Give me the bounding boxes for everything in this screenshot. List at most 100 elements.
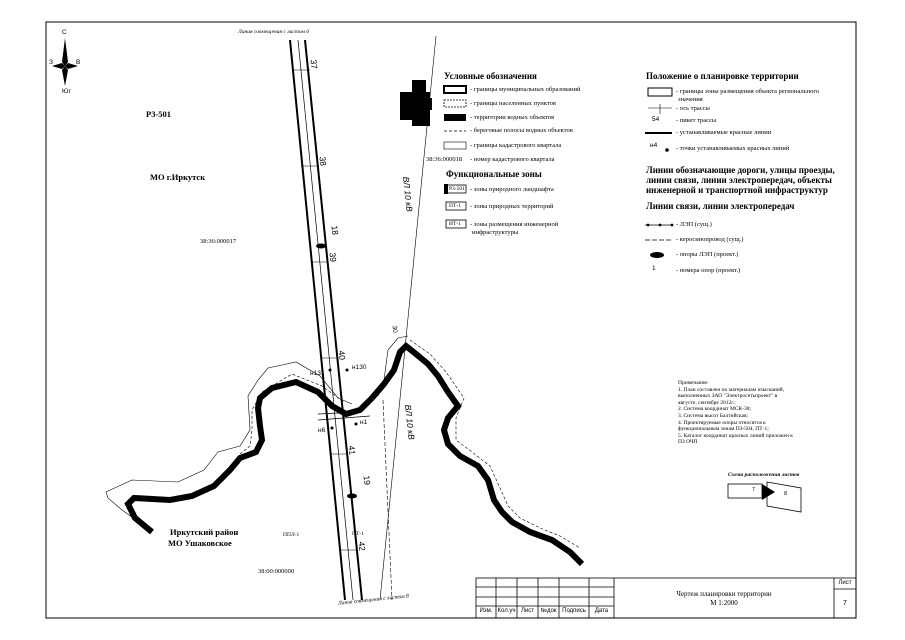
support-18: 18 — [329, 224, 341, 236]
stamp-col-koluch: Кол.уч — [497, 608, 516, 614]
drawing-frame — [45, 21, 857, 619]
comm-number-label: - номера опор (проект.) — [676, 267, 741, 274]
lines-title-1: Линии обозначающие дороги, улицы проезды… — [646, 165, 835, 175]
red-line-point — [345, 368, 349, 372]
water-border-dashed-right — [409, 339, 581, 549]
legend-item-municipal: - границы муниципальных образований — [470, 86, 581, 93]
legend-point-symbol — [665, 148, 669, 152]
notes-line: 1. План составлен по материалам изыскани… — [678, 386, 785, 393]
legend-func-pt-symbol — [445, 201, 467, 211]
sheet-scheme-8: 8 — [784, 491, 788, 497]
combined-sheet-top: Линия совмещения с листом 6 — [238, 29, 309, 35]
lines-title-2: линии связи, линии электропередач, объек… — [646, 175, 832, 185]
municipal-boundary-left — [124, 378, 375, 535]
legend-title: Условные обозначения — [444, 71, 537, 81]
notes-line: 2. Система координат МСК-38; — [678, 406, 752, 413]
legend-func-it-symbol — [445, 219, 467, 229]
func-zone-code-rz: Р3-501 — [449, 186, 465, 192]
point-30: 30 — [390, 325, 399, 334]
func-zone-label-pt: - зоны природных территорий — [470, 203, 554, 210]
legend-item-shore: - береговые полосы водных объектов — [470, 127, 573, 134]
notes-line: августе, сентябре 2012г.; — [678, 399, 736, 406]
func-zone-label-rz: - зоны природного ландшафта — [470, 186, 554, 193]
stamp-col-ndok: №док — [540, 608, 557, 614]
picket-37: 37 — [308, 58, 320, 70]
planning-axis-label: - ось трассы — [676, 105, 710, 112]
picket-40: 40 — [336, 349, 348, 361]
legend-lep-symbol — [645, 223, 674, 227]
planning-zone-label: - границы зоны размещения объекта регион… — [676, 88, 820, 95]
red-line-point — [354, 422, 358, 426]
legend-water-symbol — [444, 114, 466, 121]
title-block — [475, 577, 857, 619]
water-border-dashed — [239, 373, 345, 455]
picket-39: 39 — [327, 251, 339, 263]
compass-south: Юг — [62, 88, 71, 95]
power-support — [347, 493, 357, 499]
sheet-layout-scheme — [727, 481, 802, 513]
notes-title: Примечание: — [678, 380, 709, 386]
compass-west: З — [49, 59, 53, 66]
building-small — [422, 98, 432, 110]
cadastral-number-label: 38:36:000017 — [200, 238, 237, 245]
picket-42: 42 — [356, 540, 368, 552]
notes-line: ПЗ ОЧП — [678, 439, 698, 446]
zone-code-label: Р3-501 — [146, 109, 172, 119]
planning-point-label: - точки устанавливаемых красных линий — [676, 145, 790, 152]
legend-item-water: - территории водных объектов — [470, 114, 555, 121]
comm-lep-label: - ЛЭП (сущ.) — [676, 221, 712, 228]
zone-pt1-label: ПТ-1 — [352, 531, 364, 537]
crossing-line-2 — [317, 415, 371, 421]
power-support — [316, 243, 326, 249]
point-n1: н1 — [360, 419, 368, 426]
legend-support-symbol — [650, 252, 664, 258]
stamp-col-izm: Изм. — [479, 608, 493, 614]
compass-east: В — [76, 59, 81, 66]
cadastral-boundary — [105, 361, 353, 531]
municipality-irkutsk-label: МО г.Иркутск — [150, 172, 206, 182]
legend-func-rz-dark — [444, 184, 448, 194]
comm-support-label: - опоры ЛЭП (проект.) — [676, 251, 739, 258]
compass-north: С — [62, 29, 67, 36]
red-line-point — [330, 426, 334, 430]
power-line-lower — [382, 399, 393, 601]
sheet-scheme-7: 7 — [752, 487, 756, 493]
legend-item-settlement: - границы населенных пунктов — [470, 100, 556, 107]
cadastral-number-label-2: 38:00:000000 — [258, 568, 295, 575]
red-line-right — [304, 39, 363, 601]
crossing-line — [317, 411, 361, 415]
func-zones-title: Функциональные зоны — [446, 169, 542, 179]
legend-zone-symbol — [647, 87, 673, 97]
point-n6: н6 — [318, 427, 326, 434]
picket-38: 38 — [317, 155, 329, 167]
district-label: Иркутский район — [170, 527, 239, 537]
notes-line: функциональным зонам ПЗ-504, ПТ-1; — [678, 426, 769, 433]
planning-picket-sample: 54 — [652, 116, 660, 123]
point-n131: н131 — [310, 370, 325, 377]
comm-number-sample: 1 — [652, 265, 656, 272]
planning-zone-label-2: значения — [678, 96, 703, 103]
notes-line: 3. Система высот Балтийская; — [678, 412, 749, 419]
zone-ppl-label: ППЛ-1 — [283, 532, 300, 538]
municipal-boundary-right — [369, 341, 585, 567]
notes-block: Примечание: 1. План составлен по материа… — [678, 380, 798, 446]
legend-cadastral-sample: 38:36:000018 — [426, 156, 463, 163]
func-zone-label-it-2: инфраструктуры — [472, 229, 519, 236]
planning-point-sample: н4 — [650, 142, 658, 149]
notes-line: 4. Проектируемые опоры относятся к — [678, 419, 766, 426]
stamp-col-date: Дата — [594, 608, 609, 614]
planning-redline-label: - устанавливаемые красные линии — [676, 129, 772, 136]
notes-line: 5. Каталог координат красных линий прило… — [678, 432, 793, 439]
legend-item-cadastral: - границы кадастрового квартала — [470, 142, 562, 149]
power-line-existing — [379, 35, 437, 601]
sheet-scheme-title: Схема расположения листов — [728, 472, 800, 478]
legend-municipal-symbol — [443, 85, 467, 94]
legend-settlement-symbol — [443, 99, 467, 108]
planning-picket-label: - пикет трассы — [676, 117, 717, 124]
stamp-col-list: Лист — [520, 608, 535, 614]
point-n130: н130 — [352, 364, 367, 371]
planning-title: Положение о планировке территории — [646, 71, 799, 81]
legend-cadastral-symbol — [443, 141, 467, 150]
comm-pipeline-label: - керосинопровод (сущ.) — [676, 236, 744, 243]
